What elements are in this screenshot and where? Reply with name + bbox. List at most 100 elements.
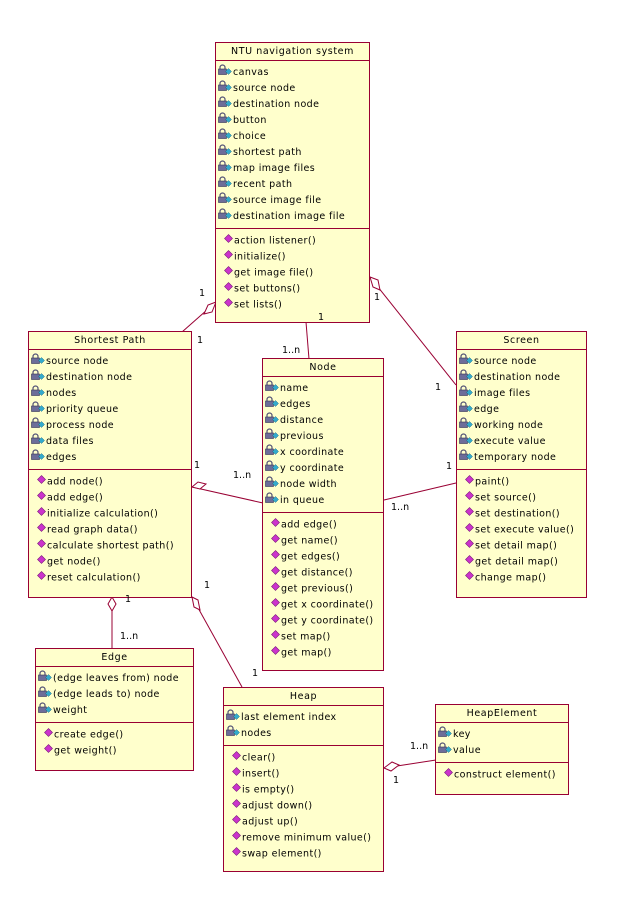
public-operation-diamond-icon [465, 522, 474, 538]
aggregation-diamond [383, 761, 400, 772]
attribute-label: previous [280, 431, 324, 442]
public-operation-diamond-icon [444, 767, 453, 783]
nav-node-link [305, 321, 310, 360]
private-attribute-lock-icon [218, 80, 232, 97]
operation-row: get image file() [216, 265, 369, 281]
attribute-row: destination node [216, 96, 369, 112]
attribute-row: source node [29, 353, 191, 369]
public-operation-diamond-icon [232, 766, 241, 782]
attribute-label: process node [46, 420, 115, 431]
attribute-label: choice [233, 131, 267, 142]
class-name: Screen [457, 332, 586, 350]
operation-label: get node() [47, 556, 101, 568]
attribute-label: execute value [474, 436, 546, 447]
attribute-label: recent path [233, 179, 293, 190]
attribute-label: button [233, 115, 267, 126]
attribute-label: key [453, 729, 471, 740]
operation-compartment: construct element() [436, 763, 568, 786]
aggregation-diamond [191, 596, 201, 611]
operation-row: construct element() [436, 767, 568, 783]
private-attribute-lock-icon [218, 192, 232, 209]
public-operation-diamond-icon [271, 613, 280, 629]
attribute-label: shortest path [233, 147, 302, 158]
operation-label: reset calculation() [47, 572, 141, 584]
private-attribute-lock-icon [265, 476, 279, 493]
class-name: HeapElement [436, 705, 568, 723]
operation-compartment: add edge()get name()get edges()get dista… [263, 513, 383, 664]
private-attribute-lock-icon [438, 726, 452, 743]
operation-label: set execute value() [475, 524, 575, 536]
operation-compartment: create edge() get weight() [36, 723, 193, 762]
attribute-label: image files [474, 388, 531, 399]
operation-row: get name() [263, 533, 383, 549]
public-operation-diamond-icon [224, 249, 233, 265]
attribute-row: data files [29, 433, 191, 449]
private-attribute-lock-icon [265, 380, 279, 397]
operation-row: reset calculation() [29, 570, 191, 586]
private-attribute-lock-icon [265, 412, 279, 429]
attribute-row: name [263, 380, 383, 396]
operation-label: clear() [242, 752, 276, 764]
attribute-row: recent path [216, 176, 369, 192]
multiplicity-label: 1..n [233, 470, 252, 481]
private-attribute-lock-icon [265, 460, 279, 477]
multiplicity-label: 1 [204, 580, 211, 591]
private-attribute-lock-icon [31, 369, 45, 386]
attribute-label: nodes [241, 728, 272, 739]
attribute-compartment: (edge leaves from) node(edge leads to) n… [36, 667, 193, 723]
attribute-label: last element index [241, 712, 337, 723]
operation-label: get previous() [281, 583, 354, 595]
class-name: NTU navigation system [216, 43, 369, 61]
class-name: Edge [36, 649, 193, 667]
class-edge[interactable]: Edge(edge leaves from) node(edge leads t… [35, 648, 194, 771]
multiplicity-label: 1 [435, 382, 442, 393]
class-name: Node [263, 359, 383, 377]
private-attribute-lock-icon [218, 144, 232, 161]
public-operation-diamond-icon [224, 297, 233, 313]
attribute-label: edge [474, 404, 500, 415]
attribute-label: weight [53, 705, 88, 716]
attribute-label: edges [46, 452, 77, 463]
attribute-label: data files [46, 436, 94, 447]
public-operation-diamond-icon [271, 629, 280, 645]
operation-label: get edges() [281, 551, 341, 563]
private-attribute-lock-icon [38, 702, 52, 719]
public-operation-diamond-icon [232, 798, 241, 814]
operation-row: get y coordinate() [263, 613, 383, 629]
operation-row: set source() [457, 490, 586, 506]
public-operation-diamond-icon [37, 474, 46, 490]
operation-row: create edge() [36, 727, 193, 743]
operation-row: initialize calculation() [29, 506, 191, 522]
operation-row: remove minimum value() [224, 830, 383, 846]
attribute-label: source node [474, 356, 537, 367]
attribute-row: weight [36, 702, 193, 718]
attribute-label: distance [280, 415, 324, 426]
operation-label: adjust down() [242, 800, 313, 812]
public-operation-diamond-icon [224, 265, 233, 281]
attribute-label: y coordinate [280, 463, 345, 474]
operation-row: set buttons() [216, 281, 369, 297]
sp-node-link [191, 486, 264, 504]
multiplicity-label: 1..n [410, 741, 429, 752]
attribute-row: x coordinate [263, 444, 383, 460]
private-attribute-lock-icon [31, 401, 45, 418]
operation-compartment: paint()set source()set destination()set … [457, 470, 586, 589]
public-operation-diamond-icon [232, 846, 241, 862]
operation-row: get weight() [36, 743, 193, 759]
operation-label: get weight() [54, 745, 117, 757]
multiplicity-label: 1 [393, 775, 400, 786]
operation-label: adjust up() [242, 816, 299, 828]
attribute-row: map image files [216, 160, 369, 176]
operation-row: get edges() [263, 549, 383, 565]
public-operation-diamond-icon [271, 565, 280, 581]
operation-row: set execute value() [457, 522, 586, 538]
attribute-row: execute value [457, 433, 586, 449]
operation-label: set map() [281, 631, 331, 643]
operation-row: action listener() [216, 233, 369, 249]
